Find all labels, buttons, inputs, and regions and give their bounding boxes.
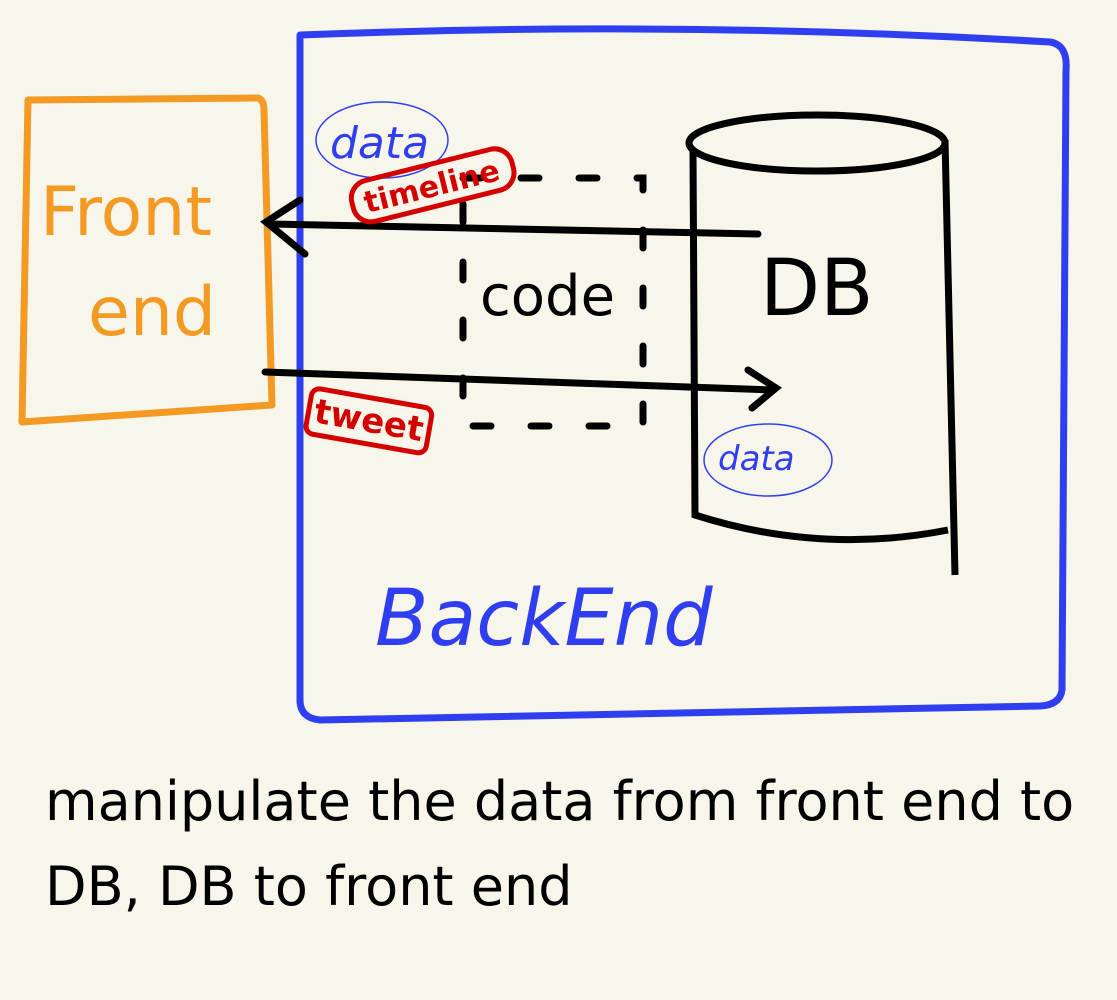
data-tag-top: data [330,118,429,169]
timeline-tag-box [348,146,517,225]
backend-box [296,25,1070,724]
db-label: DB [760,244,874,334]
frontend-box [18,94,276,426]
code-label: code [480,264,615,329]
frontend-label-line1: Front [40,173,212,252]
backend-label: BackEnd [375,574,713,664]
caption-line1: manipulate the data from front end to [45,770,1074,833]
code-box [459,174,647,430]
db-cylinder [685,111,959,576]
db-data-tag: data [718,439,795,479]
caption-line2: DB, DB to front end [45,855,572,918]
tweet-tag-box [303,386,435,456]
db-data-bubble [703,423,833,497]
tweet-tag: tweet [311,392,426,451]
arrow-db-to-frontend [260,196,762,258]
frontend-label-line2: end [88,273,216,352]
arrow-frontend-to-db [261,366,782,412]
